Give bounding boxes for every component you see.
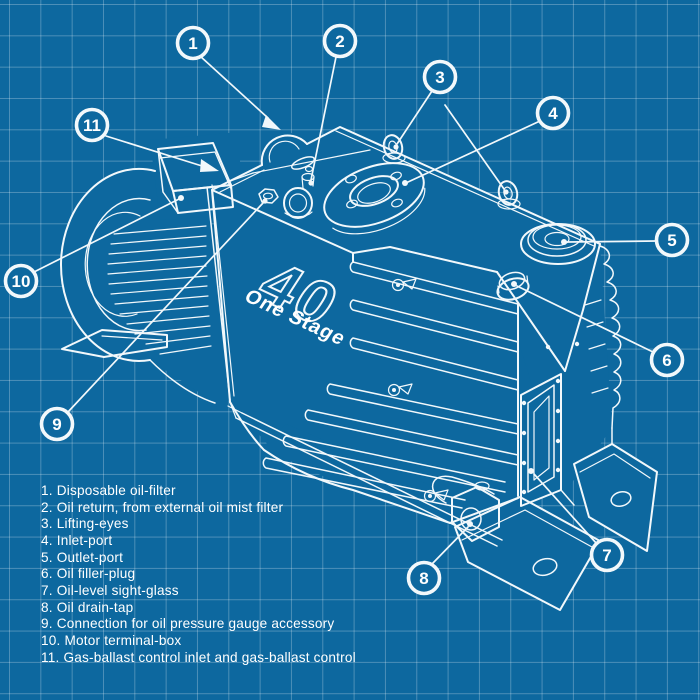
cooling-fins [262, 261, 519, 509]
oil-level-sight-glass [520, 373, 562, 507]
leader-4 [402, 120, 541, 186]
base-and-feet [61, 329, 658, 611]
callout-circle [649, 342, 685, 378]
callout-3: 3 [422, 59, 458, 95]
lifting-eye-right [497, 180, 521, 210]
callout-circle [3, 263, 39, 299]
callout-circle [654, 222, 690, 258]
pump-body-top [211, 126, 601, 372]
callout-9: 9 [39, 406, 75, 442]
legend-item: 5. Outlet-port [41, 549, 124, 565]
callout-2: 2 [322, 23, 358, 59]
callout-circle [74, 107, 110, 143]
legend-item: 6. Oil filler-plug [41, 566, 136, 582]
callout-8: 8 [406, 560, 442, 596]
callout-circle [39, 406, 75, 442]
fin-clips [387, 278, 449, 503]
callout-circle [535, 95, 571, 131]
callout-circle [322, 23, 358, 59]
callout-number: 2 [335, 32, 344, 51]
callout-number: 3 [435, 68, 444, 87]
callout-number: 7 [602, 546, 611, 565]
leader-7 [528, 468, 598, 545]
callout-circles: 1 2 3 4 5 6 7 8 9 10 11 [3, 23, 690, 596]
oil-filler-plug [496, 271, 530, 301]
legend-item: 8. Oil drain-tap [41, 599, 134, 615]
gauge-connection-plug [258, 188, 279, 204]
callout-1: 1 [175, 25, 211, 61]
callout-number: 11 [83, 116, 101, 135]
legend-item: 2. Oil return, from external oil mist fi… [41, 499, 284, 515]
foot-left [61, 329, 168, 358]
callout-7: 7 [589, 537, 625, 573]
motor-end-bell-outline [60, 168, 156, 362]
callout-number: 10 [12, 272, 31, 291]
callout-number: 8 [419, 569, 428, 588]
leader-8 [431, 521, 473, 565]
leader-10 [33, 195, 184, 273]
callout-6: 6 [649, 342, 685, 378]
legend-item: 4. Inlet-port [41, 532, 113, 548]
leader-3 [393, 87, 509, 195]
callout-4: 4 [535, 95, 571, 131]
leader-1 [199, 55, 281, 130]
leader-9 [67, 198, 268, 413]
callout-number: 6 [662, 351, 671, 370]
callout-circle [422, 59, 458, 95]
legend-item: 10. Motor terminal-box [41, 632, 182, 648]
outlet-port [520, 223, 596, 265]
oil-filter-dome [260, 134, 308, 166]
callout-11: 11 [74, 107, 110, 143]
leader-11 [105, 135, 219, 172]
callout-5: 5 [654, 222, 690, 258]
callout-number: 9 [52, 415, 61, 434]
legend-item: 1. Disposable oil-filter [41, 483, 176, 498]
fin-edge-scallops [599, 245, 622, 429]
legend-item: 3. Lifting-eyes [41, 516, 129, 532]
foot-right [573, 443, 658, 552]
callout-circle [175, 25, 211, 61]
callout-circle [589, 537, 625, 573]
legend-item: 9. Connection for oil pressure gauge acc… [41, 616, 335, 632]
top-slot [290, 156, 316, 170]
oil-drain-tap [431, 475, 500, 542]
lifting-eye-left [382, 134, 406, 164]
callout-number: 4 [548, 104, 558, 123]
leader-6 [511, 281, 654, 353]
callout-number: 5 [667, 231, 676, 250]
callout-circle [406, 560, 442, 596]
leader-2 [308, 56, 337, 186]
inlet-port-flange [323, 162, 426, 235]
leader-5 [561, 239, 657, 245]
plate-bolts [521, 378, 561, 495]
motor-terminal-box [157, 142, 371, 214]
callout-10: 10 [3, 263, 39, 299]
legend-item: 7. Oil-level sight-glass [41, 582, 179, 598]
foot-center [454, 496, 601, 611]
leader-lines [33, 55, 657, 565]
legend-item: 11. Gas-ballast control inlet and gas-ba… [41, 649, 356, 665]
callout-number: 1 [188, 34, 197, 53]
